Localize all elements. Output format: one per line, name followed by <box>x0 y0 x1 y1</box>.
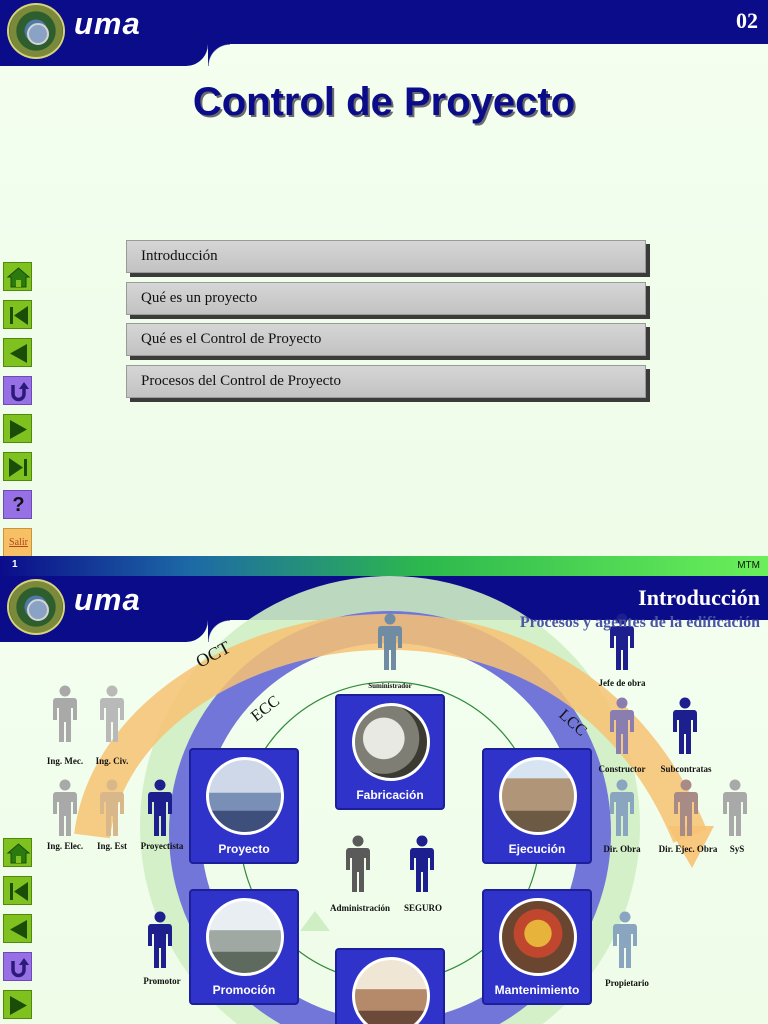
person-icon-ing-elec <box>53 779 77 836</box>
agent-label-dir-obra: Dir. Obra <box>603 844 641 854</box>
slide-introduccion: OCT ECC LCC Ing. Mec. Ing. Civ. Ing. Ele… <box>0 576 768 1024</box>
promocion-photo <box>206 898 284 976</box>
menu-item-que-es-un-proyecto[interactable]: Qué es un proyecto <box>126 281 646 315</box>
person-icon-administracion <box>346 835 370 892</box>
navigation-column: ? Salir <box>3 262 33 556</box>
process-card-uso <box>335 948 445 1024</box>
exit-link[interactable]: Salir <box>9 537 28 548</box>
agent-label-ing-civ: Ing. Civ. <box>96 756 129 766</box>
skip-forward-icon <box>9 458 27 477</box>
person-icon-sys <box>723 779 747 836</box>
agent-label-administracion: Administración <box>330 903 390 913</box>
oct-arc <box>74 613 707 843</box>
first-slide-button[interactable] <box>3 876 32 905</box>
mantenimiento-photo <box>499 898 577 976</box>
agent-label-subcontratas: Subcontratas <box>660 764 712 774</box>
slide-title: Introducción <box>638 585 760 610</box>
help-label: ? <box>12 494 25 516</box>
person-icon-subcontratas <box>673 697 697 754</box>
agent-label-ing-est: Ing. Est <box>97 841 127 851</box>
return-button[interactable] <box>3 952 32 981</box>
promocion-label: Promoción <box>212 983 276 997</box>
proyecto-label: Proyecto <box>218 842 270 856</box>
next-slide-button[interactable] <box>3 990 32 1019</box>
slide-number: 02 <box>736 8 758 33</box>
help-button[interactable]: ? <box>3 490 32 519</box>
arrow-right-icon <box>10 420 27 439</box>
uma-logo-text: uma <box>74 582 141 617</box>
agent-label-seguro: SEGURO <box>404 903 442 913</box>
menu-item-procesos-del-control[interactable]: Procesos del Control de Proyecto <box>126 364 646 398</box>
agent-label-suministrador: Suministrador <box>368 682 412 690</box>
arrow-left-icon <box>10 920 27 939</box>
last-slide-button[interactable] <box>3 452 32 481</box>
ejecucion-label: Ejecución <box>508 842 566 856</box>
lcc-arrowhead <box>300 911 330 931</box>
ejecucion-photo <box>499 757 577 835</box>
arrow-right-icon <box>10 996 27 1015</box>
uso-photo <box>352 957 430 1024</box>
presenter-bar: 1 MTM <box>0 556 768 576</box>
home-icon <box>6 267 31 288</box>
uma-logo-text: uma <box>74 6 141 41</box>
process-card-mantenimiento: Mantenimiento <box>482 889 592 1005</box>
oct-arrowhead <box>668 826 714 868</box>
person-icon-ing-mec <box>53 685 77 742</box>
agent-label-ing-elec: Ing. Elec. <box>47 841 83 851</box>
university-seal-logo <box>7 579 65 635</box>
home-icon <box>6 843 31 864</box>
agent-label-propietario: Propietario <box>605 978 649 988</box>
proyecto-photo <box>206 757 284 835</box>
return-button[interactable] <box>3 376 32 405</box>
return-arrow-icon <box>11 382 29 402</box>
skip-back-icon <box>10 306 28 325</box>
process-card-proyecto: Proyecto <box>189 748 299 864</box>
agent-label-constructor: Constructor <box>599 764 646 774</box>
page-indicator: 1 <box>12 559 18 570</box>
slide-control-de-proyecto: uma 02 Control de Proyecto Introducción … <box>0 0 768 556</box>
agent-label-jefe-obra: Jefe de obra <box>599 678 646 688</box>
exit-button[interactable]: Salir <box>3 528 32 556</box>
process-card-fabricacion: Fabricación <box>335 694 445 810</box>
page-title: Control de Proyecto <box>192 80 576 124</box>
agent-label-proyectista: Proyectista <box>141 841 184 851</box>
previous-slide-button[interactable] <box>3 914 32 943</box>
fabricacion-label: Fabricación <box>356 788 424 802</box>
author-initials: MTM <box>737 560 760 571</box>
navigation-column <box>3 838 33 1024</box>
menu-item-que-es-el-control[interactable]: Qué es el Control de Proyecto <box>126 323 646 356</box>
next-slide-button[interactable] <box>3 414 32 443</box>
previous-slide-button[interactable] <box>3 338 32 367</box>
agent-label-sys: SyS <box>730 844 745 854</box>
agent-label-ing-mec: Ing. Mec. <box>47 756 83 766</box>
person-icon-seguro <box>410 835 434 892</box>
topic-menu: Introducción Qué es un proyecto Qué es e… <box>126 240 646 406</box>
return-arrow-icon <box>11 958 29 978</box>
process-card-ejecucion: Ejecución <box>482 748 592 864</box>
fabricacion-photo <box>352 703 430 781</box>
home-button[interactable] <box>3 838 32 867</box>
agent-label-dir-ejec-obra: Dir. Ejec. Obra <box>659 844 718 854</box>
menu-item-introduccion[interactable]: Introducción <box>126 240 646 273</box>
skip-back-icon <box>10 882 28 901</box>
slide-subtitle: Procesos y agentes de la edificación <box>519 614 760 631</box>
university-seal-logo <box>7 3 65 59</box>
process-card-promocion: Promoción <box>189 889 299 1005</box>
agent-label-promotor: Promotor <box>143 976 180 986</box>
mantenimiento-label: Mantenimiento <box>494 983 580 997</box>
home-button[interactable] <box>3 262 32 291</box>
edification-process-diagram: OCT ECC LCC Ing. Mec. Ing. Civ. Ing. Ele… <box>47 576 747 1024</box>
arrow-left-icon <box>10 344 27 363</box>
first-slide-button[interactable] <box>3 300 32 329</box>
